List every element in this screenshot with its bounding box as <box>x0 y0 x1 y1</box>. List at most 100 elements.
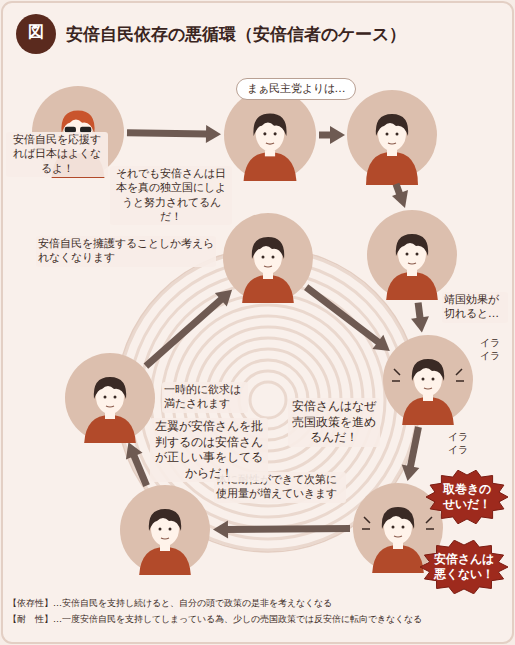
static-arrows <box>319 126 408 208</box>
eye <box>274 132 277 135</box>
person-figure <box>242 237 294 303</box>
caption-text: 安倍自民を擁護することしか考えられなくなります <box>36 236 216 267</box>
eye <box>104 396 107 399</box>
eye <box>392 526 395 529</box>
stress-marks <box>362 517 434 529</box>
eye <box>159 528 162 531</box>
footnote: 【耐 性】…一度安倍自民を支持してしまっている為、少しの売国政策では反安倍に転向… <box>8 614 508 626</box>
hair <box>376 114 408 136</box>
hair <box>253 113 286 135</box>
person-figure <box>139 509 191 575</box>
person-figure <box>367 210 457 300</box>
ring <box>151 283 385 517</box>
title-badge <box>16 14 56 54</box>
arrowhead <box>402 464 420 480</box>
body <box>372 545 424 573</box>
person-circle: 安倍自民を応援すれば日本はよくなるよ！ <box>32 86 124 178</box>
mouth <box>106 406 114 407</box>
arrowhead <box>213 520 228 538</box>
caption-text: 安倍自民を応援すれば日本はよくなるよ！ <box>6 132 108 177</box>
eye <box>396 133 399 136</box>
arrow-shaft <box>226 528 350 529</box>
eye <box>432 378 435 381</box>
person-figure <box>392 359 464 425</box>
cycle-arrow <box>126 442 147 485</box>
person-circle: それでも安倍さんは日本を真の独立国にしようと努力されてるんだ！安倍自民を擁護する… <box>223 213 313 303</box>
eye <box>416 253 419 256</box>
eye <box>263 132 266 135</box>
person-figure <box>386 234 438 300</box>
burst-text: 取巻きのせいだ！ <box>426 470 508 524</box>
body <box>402 397 454 425</box>
arrow-shaft <box>410 427 418 468</box>
sound-effect: イライラ <box>480 336 502 362</box>
eye <box>402 526 405 529</box>
diagram-title: 安倍自民依存の悪循環（安倍信者のケース） <box>66 23 406 45</box>
person-circle: 左翼が安倍さんを批判するのは安倍さんが正しい事をしてるからだ！ <box>120 485 210 575</box>
person-figure <box>120 485 210 575</box>
arrow-shaft <box>306 287 379 343</box>
stress-marks <box>392 369 464 381</box>
person-figure <box>223 213 313 303</box>
body <box>366 152 418 185</box>
body <box>242 275 294 303</box>
mouth <box>264 266 272 267</box>
arrowhead <box>411 316 429 332</box>
arrowhead <box>126 442 143 459</box>
person-figure <box>366 114 418 185</box>
burst-text: 安倍さんは悪くない！ <box>420 540 508 594</box>
person-figure <box>224 89 316 181</box>
caption-text: 靖国効果が切れると… <box>442 292 508 323</box>
hair <box>149 509 181 531</box>
hair <box>94 377 126 399</box>
person-circle: まぁ民主党よりは… <box>224 89 316 181</box>
hair <box>396 234 428 256</box>
hair <box>252 237 284 259</box>
eye <box>169 528 172 531</box>
mouth <box>424 388 432 389</box>
arrow-shaft <box>146 298 222 366</box>
person-figure <box>383 335 473 425</box>
person-figure <box>84 377 136 443</box>
mouth <box>266 143 274 144</box>
cycle-arrow <box>146 290 232 366</box>
exclamation-burst: 取巻きのせいだ！ <box>426 470 508 524</box>
body <box>386 272 438 300</box>
mouth <box>161 538 169 539</box>
person-figure <box>366 114 418 185</box>
person-figure <box>362 507 434 573</box>
cycle-arrow <box>127 125 221 143</box>
body <box>243 152 296 181</box>
eye <box>272 256 275 259</box>
eye <box>386 133 389 136</box>
hair <box>382 507 414 529</box>
mouth <box>394 536 402 537</box>
caption-text: それでも安倍さんは日本を真の独立国にしようと努力されてるんだ！ <box>110 166 232 225</box>
cycle-arrow <box>402 427 420 481</box>
footnote: 【依存性】…安倍自民を支持し続けると、自分の頭で政策の是非を考えなくなる <box>8 598 508 610</box>
arrowhead <box>372 335 389 351</box>
caption-text: 左翼が安倍さんを批判するのは安倍さんが正しい事をしてるからだ！ <box>150 418 268 482</box>
cycle-arrow <box>306 287 390 351</box>
mouth <box>388 143 396 144</box>
body <box>139 547 191 575</box>
person-figure <box>65 353 155 443</box>
person-circle: 安倍さんはなぜ売国政策を進めるんだ！ <box>383 335 473 425</box>
sound-effect: イライラ <box>448 430 470 456</box>
hair <box>412 359 444 381</box>
speech-bubble: まぁ民主党よりは… <box>236 78 356 100</box>
exclamation-burst: 安倍さんは悪くない！ <box>420 540 508 594</box>
badge-label: 図 <box>26 22 46 43</box>
arrowhead <box>206 125 221 143</box>
hair <box>61 110 94 132</box>
arrow-shaft <box>127 133 208 134</box>
caption-text: 安倍さんはなぜ売国政策を進めるんだ！ <box>288 398 380 447</box>
arrow-shaft <box>418 303 420 320</box>
arrow-shaft <box>133 454 146 485</box>
person-figure <box>243 113 296 181</box>
eye <box>262 256 265 259</box>
cycle-arrow <box>411 303 429 333</box>
burst-polygon <box>426 470 508 524</box>
